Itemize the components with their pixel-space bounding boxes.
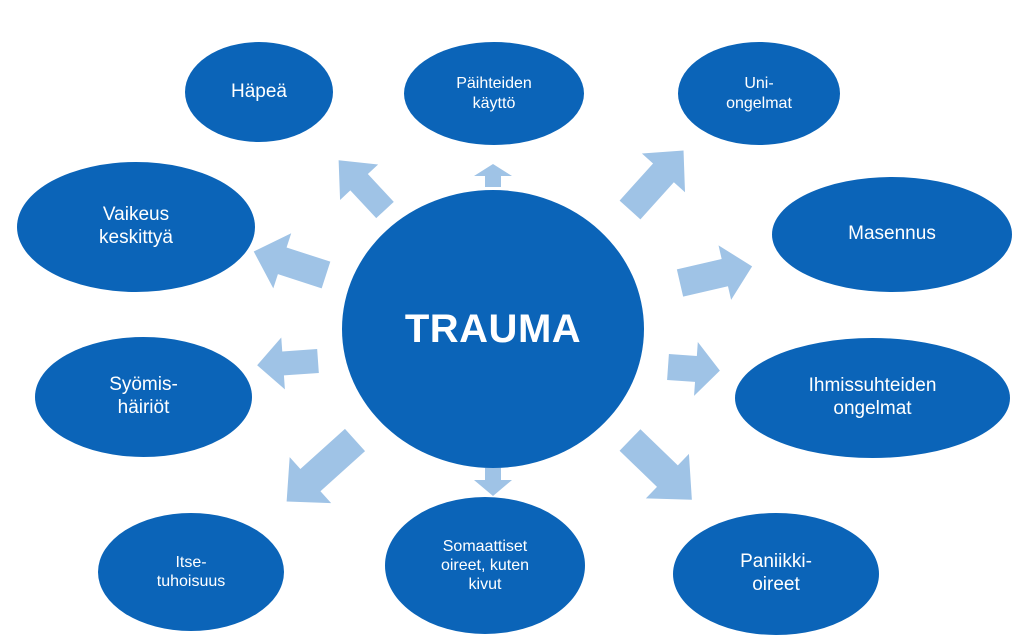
arrow-to-paihteiden-kaytto (474, 164, 512, 187)
arrow-to-uniongelmat (619, 150, 686, 220)
node-label: Syömis- häiriöt (109, 374, 178, 418)
node-hapea: Häpeä (185, 42, 333, 142)
node-uniongelmat: Uni- ongelmat (678, 42, 840, 145)
arrow-to-somaattiset-oireet (474, 468, 512, 496)
node-paihteiden-kaytto: Päihteiden käyttö (404, 42, 584, 145)
center-node-trauma: TRAUMA (342, 190, 644, 468)
arrow-to-itsetuhoisuus (286, 428, 366, 504)
node-label: Somaattiset oireet, kuten kivut (440, 537, 530, 594)
node-label: Masennus (848, 223, 936, 245)
node-itsetuhoisuus: Itse- tuhoisuus (98, 513, 284, 631)
arrow-to-syomishairiot (257, 337, 319, 390)
arrow-to-masennus (676, 245, 753, 300)
arrow-to-paniikkioireet (619, 429, 692, 500)
node-ihmissuhteiden-ongelmat: Ihmissuhteiden ongelmat (735, 338, 1010, 458)
node-label: Itse- tuhoisuus (156, 553, 226, 590)
node-label: Vaikeus keskittyä (99, 204, 173, 248)
node-masennus: Masennus (772, 177, 1012, 292)
node-vaikeus-keskittya: Vaikeus keskittyä (17, 162, 255, 292)
node-label: Päihteiden käyttö (456, 75, 532, 112)
arrow-to-ihmissuhteiden-ongelmat (667, 342, 720, 396)
node-somaattiset-oireet: Somaattiset oireet, kuten kivut (385, 497, 585, 634)
arrow-to-vaikeus-keskittya (253, 233, 331, 289)
node-syomishairiot: Syömis- häiriöt (35, 337, 252, 457)
node-paniikkioireet: Paniikki- oireet (673, 513, 879, 635)
node-label: Paniikki- oireet (740, 551, 812, 595)
node-label: Uni- ongelmat (726, 75, 792, 112)
center-label: TRAUMA (404, 307, 582, 351)
node-label: Häpeä (231, 80, 287, 102)
node-label: Ihmissuhteiden ongelmat (808, 375, 937, 419)
arrow-to-hapea (338, 160, 394, 219)
